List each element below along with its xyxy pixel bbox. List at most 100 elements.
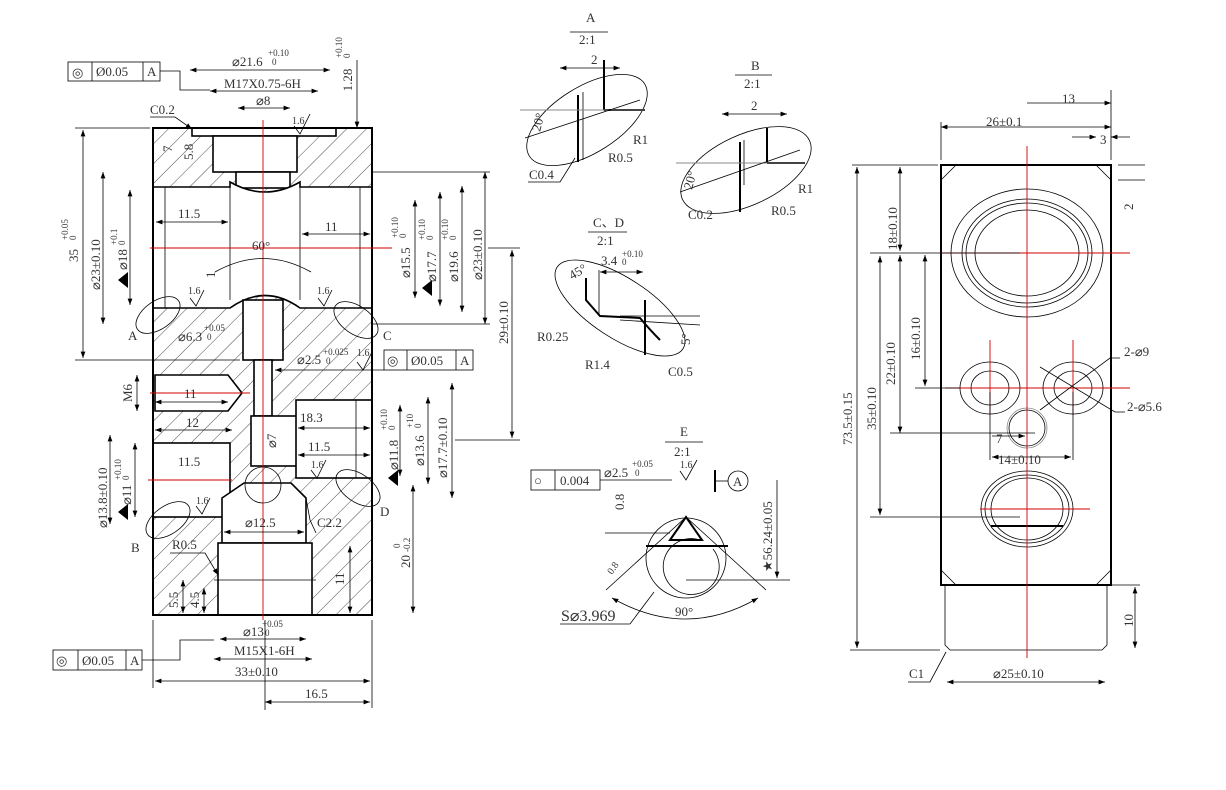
tol-upper: +0.10 [417,219,427,240]
detail-scale: 2:1 [674,444,691,459]
concentricity-icon: ◎ [56,653,67,668]
tol-upper: +10 [405,413,415,428]
tol-lower: 0 [413,423,423,428]
roughness-symbol [317,289,333,307]
radius-r0-5: R0.5 [172,537,197,552]
detail-label-a: A [128,328,138,343]
dim-d6-3: ⌀6.3 [178,329,202,344]
detail-a: A 2:1 2 20° R1 R0.5 C0.4 [520,10,648,183]
dim-d17-7: ⌀17.7 [424,251,439,282]
fcf-circularity: ○ 0.004 [530,469,601,491]
fcf-bottom: ◎ Ø0.05 A [52,649,143,671]
tol-lower: 0 [68,235,78,240]
tol-upper: +0.025 [323,347,349,357]
tol-upper: +0.10 [390,217,400,238]
chamfer-c1: C1 [909,666,924,681]
dim-d13-8: ⌀13.8±0.10 [95,468,110,528]
dim-d25: ⌀25±0.10 [993,666,1044,681]
roughness-value: 1.6 [188,286,201,297]
fcf-value: Ø0.05 [411,353,443,368]
tol-lower: 0 [117,240,127,245]
top-thread [212,135,298,173]
datum-triangle-right [422,280,432,296]
bore-d12-5 [221,482,307,544]
dim-d21-6: ⌀21.6 [232,54,263,69]
dim-d18: ⌀18 [115,249,130,270]
dim-d7: ⌀7 [264,433,279,448]
radius-r1-4: R1.4 [585,357,610,372]
dim-73-5: 73.5±0.15 [840,392,855,445]
roughness-value: 1.6 [680,460,693,471]
roughness-value: 0.8 [605,560,621,577]
detail-label-d: D [380,504,389,519]
roughness-symbol [195,497,211,515]
dim-7: 7 [160,145,175,152]
tol-upper: 0 [392,543,402,548]
datum-triangle-lower-left [118,504,128,520]
dim-4-5: 4.5 [187,592,202,608]
holes-d9: 2-⌀9 [1124,344,1149,359]
detail-label-b: B [131,540,140,555]
angle-5: 5° [678,333,693,345]
section-view: ◎ Ø0.05 A ◎ Ø0.05 A ◎ Ø0.05 A ⌀21.6 +0.1… [52,37,520,710]
radius-r0-25: R0.25 [537,329,568,344]
dim-13: 13 [1062,91,1075,106]
angle-20: 20° [528,111,547,132]
dim-d17-7-b: ⌀17.7±0.10 [435,418,450,478]
tol-upper: +0.05 [632,459,653,469]
fcf-value: Ø0.05 [82,653,114,668]
tol-lower: 0 [635,468,640,478]
tol-upper: +0.10 [440,219,450,240]
tol-upper: +0.10 [334,37,344,58]
angle-90: 90° [675,604,693,619]
dim-11-m6: 11 [184,386,197,401]
bottom-thread [217,542,313,616]
detail-title: B [751,58,760,73]
dim-2: 2 [1121,204,1136,211]
bore-d7 [250,415,298,467]
dim-26: 26±0.1 [986,114,1022,129]
radius-r1: R1 [633,132,648,147]
tol-lower: 0 [342,53,352,58]
roughness-symbol [356,351,373,371]
fcf-value: 0.004 [560,473,590,488]
tol-upper: +0.10 [113,459,123,480]
concentricity-icon: ◎ [72,65,83,80]
dim-0-8: 0.8 [612,494,627,510]
dim-20: 20 [398,555,413,568]
circularity-icon: ○ [534,473,542,488]
roughness-value: 1.6 [357,348,370,359]
dim-56-24: ★56.24±0.05 [760,501,775,572]
dim-11: 11 [325,219,338,234]
dim-d12-5: ⌀12.5 [245,515,276,530]
chamfer: C0.4 [529,167,554,182]
dim-3-4: 3.4 [601,253,618,268]
side-port-lower [295,399,373,479]
roughness-symbol [293,113,311,135]
datum-a-icon [727,470,749,492]
radius-r0-5: R0.5 [608,150,633,165]
tol-lower: 0 [398,233,408,238]
thread-m15: M15X1-6H [234,643,295,658]
dim-1-28: 1.28 [340,69,355,92]
sphere-diameter: S⌀3.969 [561,608,616,625]
top-counterbore [191,127,337,137]
roughness-value: 1.6 [311,460,324,471]
dim-18-3: 18.3 [300,410,323,425]
fcf-datum: A [460,353,470,368]
dim-d23-left: ⌀23±0.10 [88,239,103,290]
datum-triangle-left [118,272,128,288]
holes-d5-6: 2-⌀5.6 [1127,399,1162,414]
detail-scale: 2:1 [744,76,761,91]
radius-r0-5: R0.5 [771,203,796,218]
dim-11-bottom: 11 [332,572,347,585]
dim-3: 3 [1100,132,1107,147]
thread-m17: M17X0.75-6H [224,76,301,91]
detail-scale: 2:1 [597,233,614,248]
dim-d13: ⌀13 [243,624,264,639]
dim-10: 10 [1121,614,1136,627]
tol-upper: +0.10 [268,48,289,58]
dim-11-5: 11.5 [308,439,330,454]
dim-14: 14±0.10 [998,452,1041,467]
